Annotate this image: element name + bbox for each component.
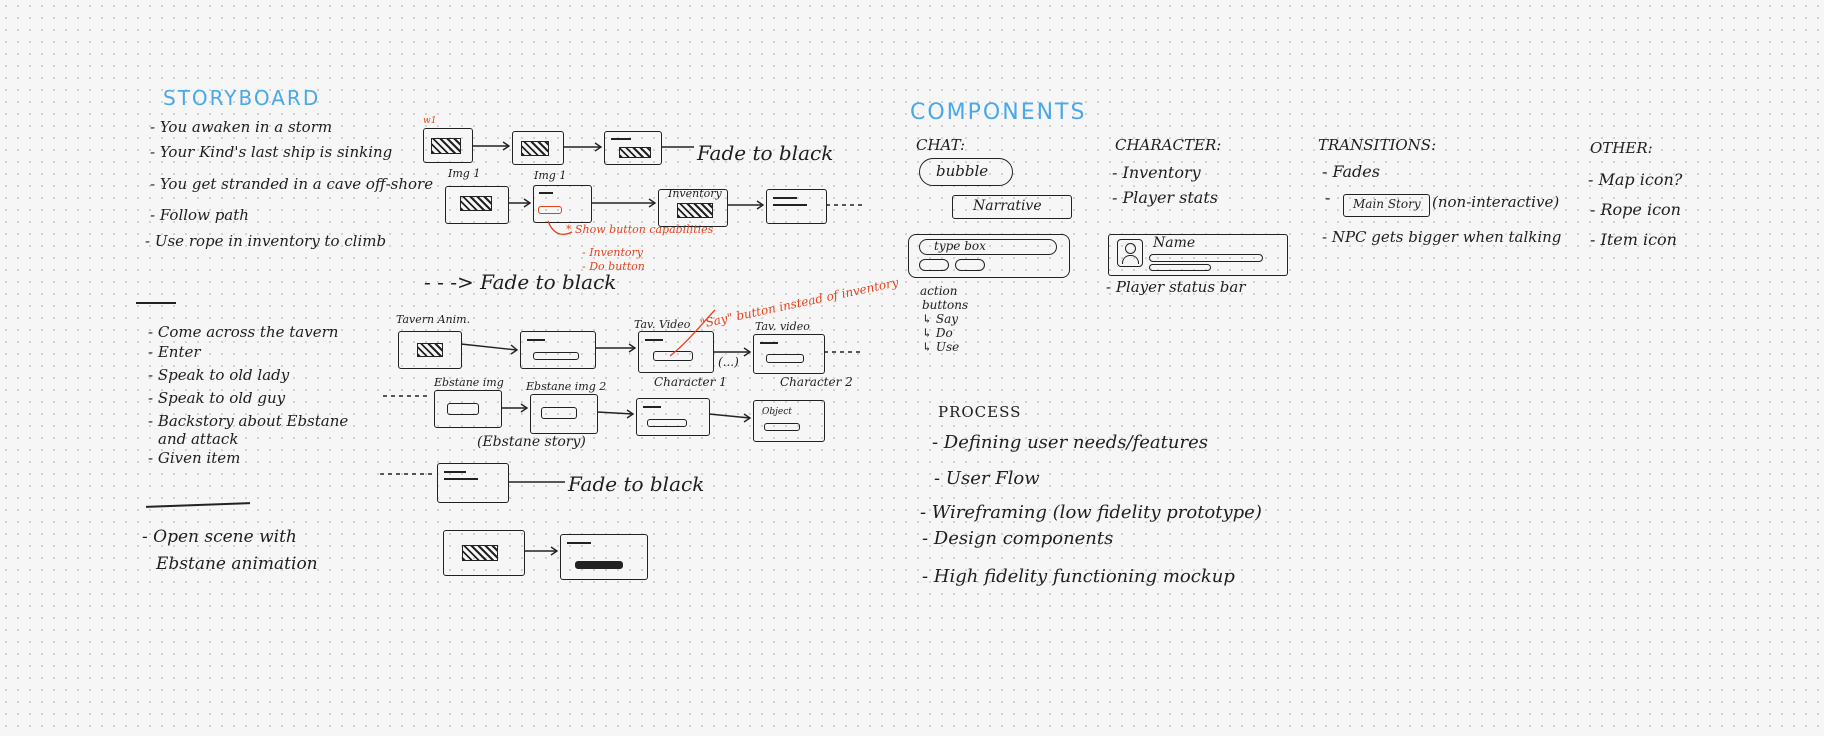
action-button-sample[interactable] [919, 259, 949, 271]
character-heading: CHARACTER: [1115, 136, 1221, 154]
status-bar [1149, 264, 1211, 271]
process-title: PROCESS [938, 403, 1021, 421]
chat-heading: CHAT: [916, 136, 965, 154]
transitions-heading: TRANSITIONS: [1318, 136, 1436, 154]
transitions-note: (non-interactive) [1432, 193, 1559, 211]
character-item: - Player status bar [1106, 278, 1246, 296]
components-title: COMPONENTS [910, 100, 1086, 125]
action-label: ↳ Do [922, 326, 953, 340]
chat-input-panel: type box [908, 234, 1070, 278]
bubble-label: bubble [936, 162, 988, 180]
avatar [1117, 239, 1143, 267]
type-box-label: type box [934, 239, 986, 253]
main-story-label: Main Story [1353, 197, 1421, 211]
main-story-sample: Main Story [1343, 194, 1430, 217]
narrative-label: Narrative [973, 198, 1042, 214]
action-label: ↳ Say [922, 312, 958, 326]
action-label: buttons [922, 298, 968, 312]
action-label: ↳ Use [922, 340, 959, 354]
character-item: - Inventory [1112, 163, 1201, 182]
action-label: action [920, 284, 958, 298]
chat-bubble-sample: bubble [919, 158, 1013, 186]
character-card-sample: Name [1108, 234, 1288, 276]
action-button-sample[interactable] [955, 259, 985, 271]
process-item: - Defining user needs/features [932, 432, 1208, 453]
other-heading: OTHER: [1590, 139, 1653, 157]
process-item: - Design components [922, 528, 1113, 549]
other-item: - Item icon [1590, 230, 1677, 249]
transitions-item: - NPC gets bigger when talking [1322, 228, 1561, 246]
other-item: - Map icon? [1588, 170, 1682, 189]
other-item: - Rope icon [1590, 200, 1681, 219]
transitions-item: - Fades [1322, 162, 1380, 181]
type-box-sample[interactable]: type box [919, 239, 1057, 255]
character-name-label: Name [1153, 235, 1195, 251]
narrative-box-sample: Narrative [952, 195, 1072, 219]
character-item: - Player stats [1112, 188, 1218, 207]
process-item: - High fidelity functioning mockup [922, 566, 1235, 587]
status-bar [1149, 254, 1263, 262]
process-item: - User Flow [934, 468, 1040, 489]
process-item: - Wireframing (low fidelity prototype) [920, 502, 1262, 523]
